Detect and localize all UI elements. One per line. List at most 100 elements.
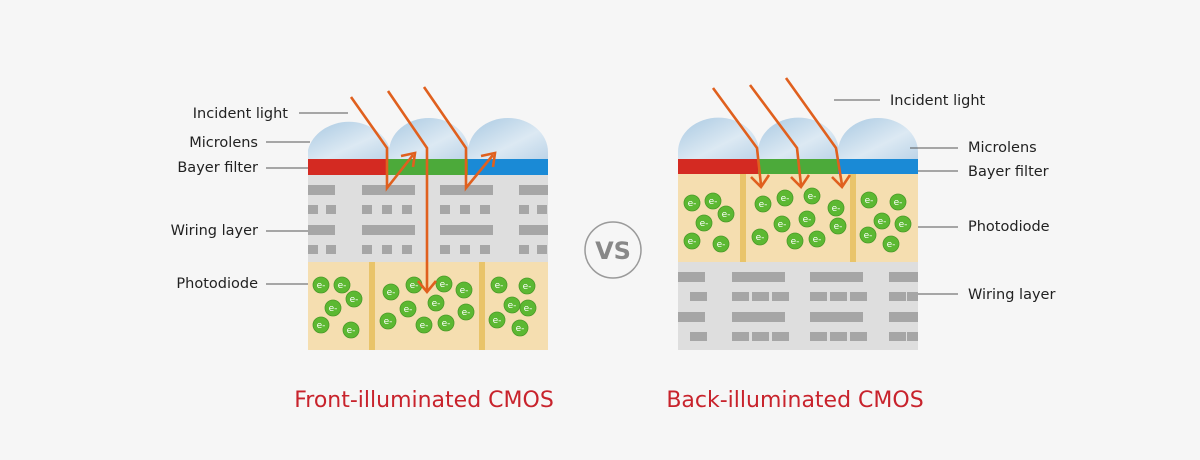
light-ray bbox=[748, 84, 803, 186]
electron-label: e- bbox=[317, 321, 326, 331]
electron-icon bbox=[773, 215, 791, 233]
light-ray bbox=[711, 87, 763, 186]
electron-icon bbox=[427, 294, 445, 312]
electron-icon bbox=[490, 276, 508, 294]
wiring-metal bbox=[810, 312, 863, 322]
electron-label: e- bbox=[791, 237, 800, 247]
arrowhead bbox=[416, 280, 438, 295]
microlens bbox=[389, 118, 469, 159]
wiring-metal bbox=[889, 332, 906, 341]
incident-light-rays bbox=[349, 86, 497, 295]
electron: e- bbox=[786, 232, 804, 250]
wiring-metal bbox=[732, 312, 785, 322]
electron: e- bbox=[511, 319, 529, 337]
label-incident-light: Incident light bbox=[193, 106, 289, 122]
electron: e- bbox=[704, 192, 722, 210]
electron-icon bbox=[829, 217, 847, 235]
wiring-metal bbox=[732, 272, 785, 282]
electron: e- bbox=[712, 235, 730, 253]
wiring-metal bbox=[460, 245, 470, 254]
electron: e- bbox=[399, 300, 417, 318]
electron-label: e- bbox=[524, 304, 533, 314]
wiring-metal bbox=[850, 292, 867, 301]
electron-icon bbox=[437, 314, 455, 332]
blue-filter bbox=[838, 159, 918, 174]
electron-icon bbox=[827, 199, 845, 217]
electron-label: e- bbox=[803, 215, 812, 225]
electron-label: e- bbox=[495, 281, 504, 291]
electron: e- bbox=[889, 193, 907, 211]
wiring-metal bbox=[772, 332, 789, 341]
label-wiring-layer: Wiring layer bbox=[968, 287, 1055, 303]
wiring-metal bbox=[889, 292, 906, 301]
electron-label: e- bbox=[329, 304, 338, 314]
microlens bbox=[468, 118, 548, 159]
red-filter bbox=[308, 159, 389, 175]
electron-icon bbox=[415, 316, 433, 334]
label-microlens: Microlens bbox=[189, 135, 258, 151]
wiring-metal bbox=[752, 332, 769, 341]
arrowhead bbox=[790, 174, 811, 190]
wiring-metal bbox=[440, 225, 493, 235]
wiring-metal bbox=[810, 272, 863, 282]
wiring-metal bbox=[519, 225, 548, 235]
label-incident-light: Incident light bbox=[890, 93, 986, 109]
wiring-metal bbox=[810, 332, 827, 341]
wiring-metal bbox=[402, 245, 412, 254]
wiring-metal bbox=[440, 205, 450, 214]
electron-icon bbox=[435, 275, 453, 293]
electron-label: e- bbox=[338, 281, 347, 291]
light-ray bbox=[784, 77, 844, 186]
electron-icon bbox=[382, 283, 400, 301]
electron-label: e- bbox=[832, 204, 841, 214]
microlens bbox=[678, 117, 759, 159]
electron: e- bbox=[435, 275, 453, 293]
wiring-metal bbox=[889, 312, 918, 322]
label-bayer-filter: Bayer filter bbox=[177, 160, 258, 176]
electron-label: e- bbox=[722, 210, 731, 220]
electron: e- bbox=[860, 191, 878, 209]
electron-icon bbox=[803, 187, 821, 205]
wiring-metal bbox=[308, 225, 335, 235]
electron-label: e- bbox=[781, 194, 790, 204]
electron-label: e- bbox=[420, 321, 429, 331]
wiring-metal bbox=[326, 205, 336, 214]
wiring-metal bbox=[907, 332, 918, 341]
electron-icon bbox=[511, 319, 529, 337]
wiring-metal bbox=[519, 185, 548, 195]
red-filter bbox=[678, 159, 759, 174]
back-labels: Incident light Microlens Bayer filter Ph… bbox=[834, 93, 1055, 303]
electron: e- bbox=[894, 215, 912, 233]
wiring-metal bbox=[440, 245, 450, 254]
wiring-metal bbox=[678, 272, 705, 282]
electron-icon bbox=[503, 296, 521, 314]
wiring-metal bbox=[362, 225, 415, 235]
electron: e- bbox=[695, 214, 713, 232]
electron: e- bbox=[518, 277, 536, 295]
electron-label: e- bbox=[523, 282, 532, 292]
electron-icon bbox=[889, 193, 907, 211]
electron: e- bbox=[415, 316, 433, 334]
light-ray bbox=[422, 86, 495, 192]
wiring-metal bbox=[732, 332, 749, 341]
wiring-layer-bg bbox=[678, 262, 918, 350]
electron-label: e- bbox=[878, 217, 887, 227]
electron-icon bbox=[754, 195, 772, 213]
electron: e- bbox=[773, 215, 791, 233]
electron-label: e- bbox=[440, 280, 449, 290]
electron-icon bbox=[345, 290, 363, 308]
label-photodiode: Photodiode bbox=[176, 276, 258, 292]
electron: e- bbox=[345, 290, 363, 308]
wiring-metal bbox=[326, 245, 336, 254]
electron-icon bbox=[342, 321, 360, 339]
electron-label: e- bbox=[688, 237, 697, 247]
wiring-metal bbox=[362, 185, 415, 195]
electron-icon bbox=[786, 232, 804, 250]
wiring-metal bbox=[752, 292, 769, 301]
electron: e- bbox=[873, 212, 891, 230]
electron-label: e- bbox=[887, 240, 896, 250]
wiring-layer bbox=[678, 262, 918, 350]
electron-icon bbox=[695, 214, 713, 232]
electron-icon bbox=[683, 232, 701, 250]
wiring-metal bbox=[519, 205, 529, 214]
